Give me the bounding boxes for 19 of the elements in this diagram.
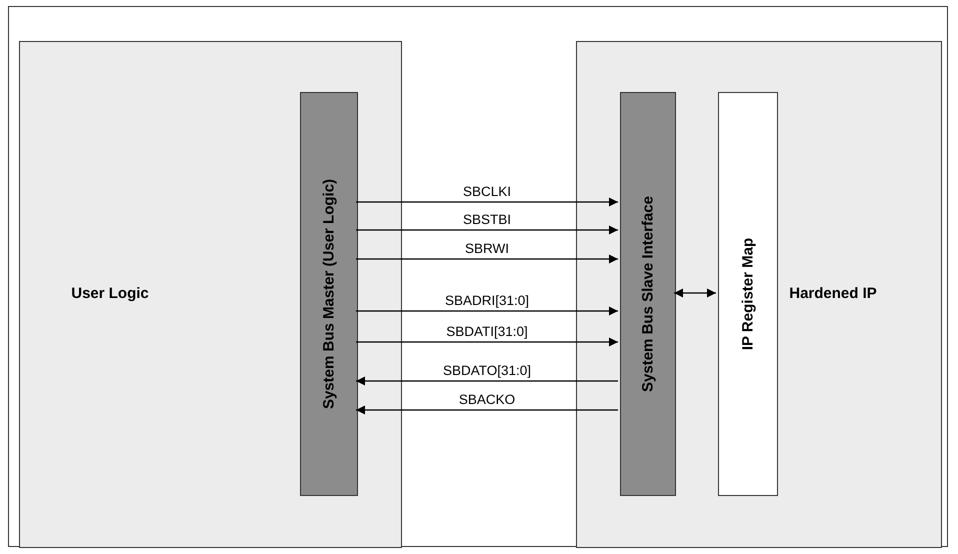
hardened-ip-region [576,41,942,548]
bar-label: System Bus Slave Interface [640,196,656,392]
region-label: User Logic [71,284,149,302]
signal-arrow [356,338,618,346]
register-map-bar [718,92,778,496]
signal-arrow [356,406,618,414]
bus-master-bar [300,92,358,496]
outer-frame [8,6,948,547]
signal-arrow [356,306,618,316]
bar-label: System Bus Master (User Logic) [320,178,338,410]
signal-arrow [356,254,618,264]
signal-arrow [356,226,618,234]
signal-arrow [356,376,618,386]
signal-arrow [356,198,618,206]
region-label: Hardened IP [789,284,877,302]
slave-interface-bar [620,92,676,496]
user-logic-region [19,41,402,548]
signal-arrow [674,288,716,298]
bar-label: IP Register Map [740,238,756,350]
